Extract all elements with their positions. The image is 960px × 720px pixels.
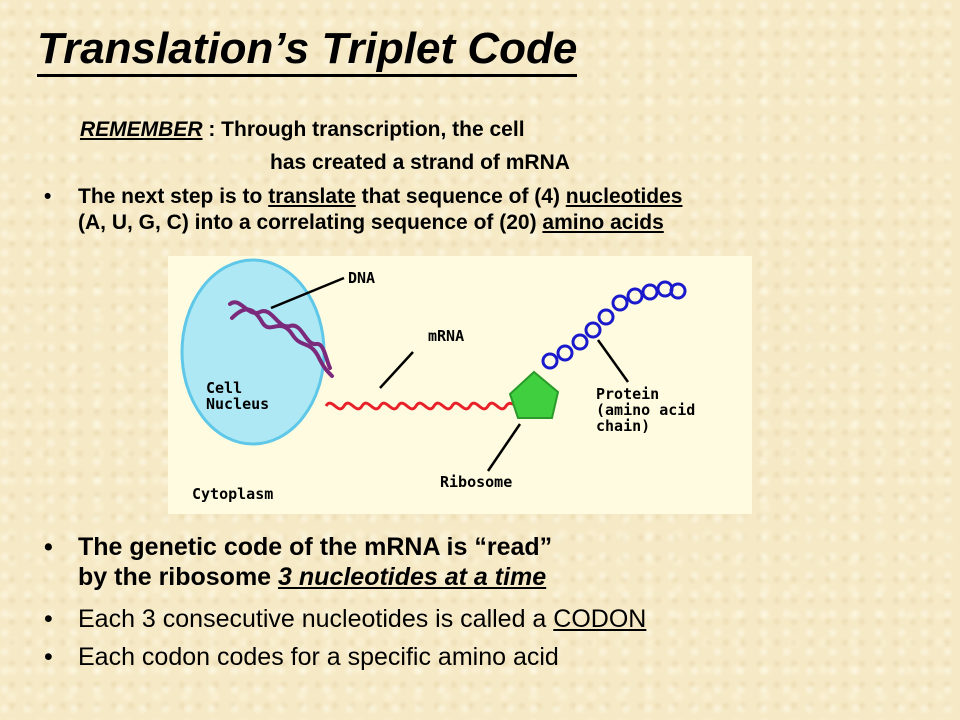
- bullet-translate-line-1: The next step is to translate that seque…: [78, 184, 682, 210]
- bullet-text: that sequence of (4): [355, 185, 566, 208]
- pointer-lines: [270, 276, 630, 472]
- cytoplasm-label: Cytoplasm: [192, 485, 274, 503]
- amino-acid-line: Each codon codes for a specific amino ac…: [78, 643, 559, 671]
- cell-nucleus-label: Cell Nucleus: [206, 379, 270, 413]
- protein-label: Protein (amino acid chain): [596, 385, 696, 435]
- bullet-dot: •: [44, 533, 53, 561]
- cell-nucleus: [180, 258, 326, 446]
- bullet-text: by the ribosome: [78, 563, 279, 591]
- ribosome-label: Ribosome: [440, 473, 513, 491]
- bullet-dot: •: [44, 605, 53, 633]
- mrna-label: mRNA: [428, 327, 465, 345]
- bullet-translate-line-2: (A, U, G, C) into a correlating sequence…: [78, 210, 664, 236]
- remember-text-1: : Through transcription, the cell: [202, 118, 525, 141]
- bullet-text: Each 3 consecutive nucleotides is called…: [78, 605, 554, 633]
- nucleotides-term: nucleotides: [565, 185, 683, 208]
- codon-term: CODON: [553, 605, 647, 633]
- nucleotides-at-a-time: 3 nucleotides at a time: [278, 563, 547, 591]
- remember-line-2: has created a strand of mRNA: [270, 151, 570, 174]
- dna-label: DNA: [348, 269, 376, 287]
- protein-chain: [541, 280, 687, 370]
- dna-helix: [228, 300, 334, 378]
- amino-acids-term: amino acids: [542, 211, 664, 234]
- bullet-dot: •: [44, 643, 53, 671]
- remember-keyword: REMEMBER: [80, 118, 203, 141]
- slide-title: Translation’s Triplet Code: [37, 24, 578, 77]
- ribosome-shape: [508, 370, 560, 419]
- bullet-text: (A, U, G, C) into a correlating sequence…: [78, 211, 543, 234]
- bullet-dot: •: [44, 185, 52, 208]
- mrna-strand: [324, 401, 521, 411]
- diagram-graphic: [180, 258, 687, 472]
- remember-line-1: REMEMBER : Through transcription, the ce…: [80, 117, 525, 143]
- translate-term: translate: [268, 185, 356, 208]
- codon-line: Each 3 consecutive nucleotides is called…: [78, 604, 646, 634]
- genetic-code-line-1: The genetic code of the mRNA is “read”: [78, 533, 553, 561]
- translation-diagram: DNA mRNA Cell Nucleus Protein (amino aci…: [168, 256, 752, 514]
- bullet-text: The next step is to: [78, 185, 269, 208]
- genetic-code-line-2: by the ribosome 3 nucleotides at a time: [78, 562, 546, 592]
